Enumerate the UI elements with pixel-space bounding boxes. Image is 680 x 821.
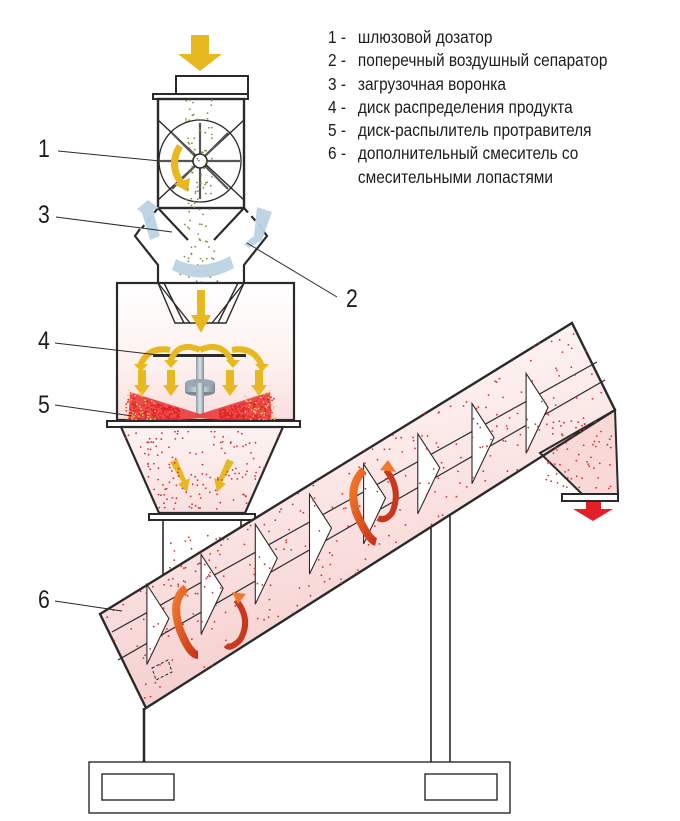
treated-seed-particles bbox=[106, 333, 613, 699]
callout-2: 2 bbox=[346, 285, 358, 313]
distribution-arrowheads bbox=[134, 360, 269, 372]
funnel-flange bbox=[148, 513, 256, 521]
rotation-arrow-icon bbox=[171, 144, 185, 187]
distribution-arrows bbox=[137, 344, 265, 368]
legend-item: 1 -шлюзовой дозатор bbox=[328, 27, 493, 47]
callout-1: 1 bbox=[38, 135, 50, 163]
funnel-flow-arrows bbox=[170, 459, 234, 492]
mixer-rotation-arrows bbox=[172, 460, 399, 659]
support-legs bbox=[142, 484, 451, 762]
callout-6: 6 bbox=[38, 586, 50, 614]
falling-arrows bbox=[134, 370, 267, 396]
legend-item: 3 -загрузочная воронка bbox=[328, 73, 506, 94]
lower-funnel bbox=[119, 425, 285, 515]
legend: 1 -шлюзовой дозатор 2 -поперечный воздуш… bbox=[328, 26, 607, 189]
product-flow-arrow-icon bbox=[191, 290, 211, 333]
legend-item: смесительными лопастями bbox=[357, 166, 553, 187]
callout-4: 4 bbox=[38, 327, 50, 355]
legend-item: 2 -поперечный воздушный сепаратор bbox=[328, 50, 608, 71]
sprayer-hub bbox=[185, 379, 215, 415]
inlet-arrow-icon bbox=[178, 35, 222, 71]
distribution-disc bbox=[153, 354, 246, 357]
legend-item: 6 -дополнительный смеситель со bbox=[328, 143, 579, 164]
sluice-doser bbox=[152, 75, 249, 210]
legend-item: 4 -диск распределения продукта bbox=[328, 96, 573, 117]
callout-leaders bbox=[54, 150, 338, 612]
callout-3: 3 bbox=[38, 201, 50, 229]
base-frame bbox=[88, 761, 511, 814]
legend-item: 5 -диск-распылитель протравителя bbox=[328, 120, 592, 141]
output-arrow-icon bbox=[573, 502, 613, 521]
callout-5: 5 bbox=[38, 391, 50, 419]
